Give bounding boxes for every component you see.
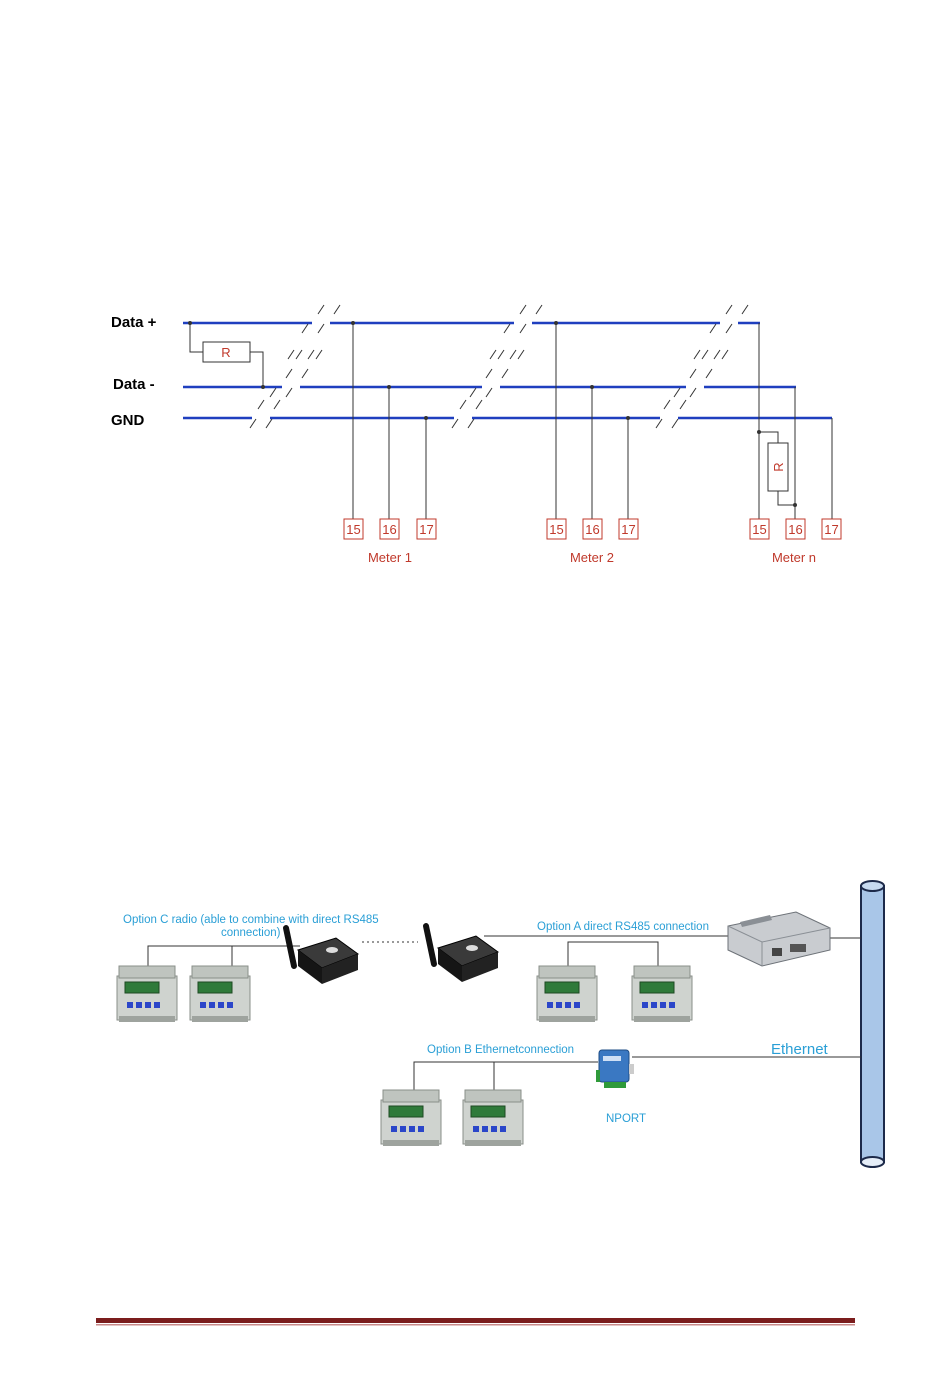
meter-2-terminals: 15 16 17 Meter 2 bbox=[547, 519, 638, 565]
label-data-minus: Data - bbox=[113, 376, 155, 393]
nport-label: NPORT bbox=[606, 1113, 646, 1125]
option-c-caption: Option C radio (able to combine with dir… bbox=[123, 914, 379, 926]
meter-device-icon bbox=[632, 966, 692, 1022]
meter-device-icon bbox=[117, 966, 177, 1022]
network-diagram: Option C radio (able to combine with dir… bbox=[117, 881, 884, 1167]
terminal-16: 16 bbox=[382, 522, 396, 537]
meter-device-icon bbox=[190, 966, 250, 1022]
termination-resistor-meter-n: R bbox=[768, 443, 788, 491]
label-data-plus: Data + bbox=[111, 314, 157, 331]
meter-n-label: Meter n bbox=[772, 550, 816, 565]
terminal-15: 15 bbox=[549, 522, 563, 537]
terminal-17: 17 bbox=[824, 522, 838, 537]
wiring-diagram: Data + Data - GND bbox=[111, 305, 841, 565]
ethernet-backbone-pipe bbox=[861, 881, 884, 1167]
ethernet-label: Ethernet bbox=[771, 1041, 829, 1058]
meter-device-icon bbox=[463, 1090, 523, 1146]
meter-2-wires bbox=[556, 323, 628, 519]
meter-device-icon bbox=[537, 966, 597, 1022]
radio-modem-icon bbox=[286, 928, 358, 984]
nport-device-icon bbox=[596, 1050, 634, 1088]
gateway-device-icon bbox=[728, 912, 830, 966]
terminal-16: 16 bbox=[585, 522, 599, 537]
meter-1-label: Meter 1 bbox=[368, 550, 412, 565]
termination-resistor-left: R bbox=[188, 321, 265, 389]
meter-n-terminals: 15 16 17 Meter n bbox=[750, 519, 841, 565]
terminal-16: 16 bbox=[788, 522, 802, 537]
terminal-17: 17 bbox=[621, 522, 635, 537]
option-c-caption-line2: connection) bbox=[221, 927, 281, 939]
meter-1-terminals: 15 16 17 Meter 1 bbox=[344, 519, 436, 565]
resistor-label-n: R bbox=[771, 462, 786, 471]
footer-rule bbox=[96, 1318, 855, 1326]
resistor-label-left: R bbox=[221, 345, 230, 360]
meter-device-icon bbox=[381, 1090, 441, 1146]
option-b-caption: Option B Ethernetconnection bbox=[427, 1044, 574, 1056]
label-gnd: GND bbox=[111, 412, 145, 429]
terminal-15: 15 bbox=[752, 522, 766, 537]
radio-modem-icon bbox=[426, 926, 498, 982]
meter-2-label: Meter 2 bbox=[570, 550, 614, 565]
option-a-caption: Option A direct RS485 connection bbox=[537, 921, 709, 933]
terminal-15: 15 bbox=[346, 522, 360, 537]
meter-1-wires bbox=[353, 323, 426, 519]
terminal-17: 17 bbox=[419, 522, 433, 537]
